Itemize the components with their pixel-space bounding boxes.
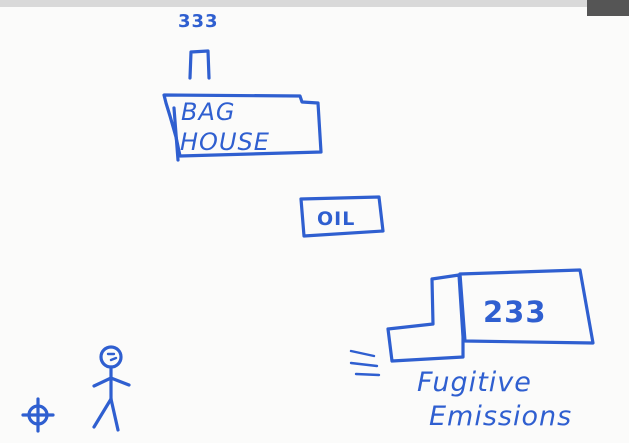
fugitive-label-line1: Fugitive: [417, 367, 532, 398]
paper-corner-shadow: [587, 0, 629, 16]
baghouse-side-stroke: [172, 106, 180, 162]
stack-icon: [188, 49, 211, 80]
paper-top-edge: [0, 0, 629, 7]
emission-dash-2: [349, 361, 379, 368]
stick-figure-icon: [92, 345, 131, 432]
fugitive-label-line2: Emissions: [429, 401, 572, 432]
emission-dash-1: [349, 349, 376, 358]
baghouse-box: [162, 93, 323, 158]
unit-233-building: [386, 273, 465, 363]
stack-top-marks: 333: [178, 11, 219, 32]
oil-box: [299, 195, 385, 238]
unit-233-label: 233: [483, 295, 547, 329]
emission-dash-3: [354, 372, 381, 377]
baghouse-label-line1: BAG: [181, 98, 235, 126]
baghouse-label-line2: HOUSE: [180, 128, 270, 156]
crosshair-icon: [21, 397, 55, 433]
oil-label: OIL: [317, 208, 355, 230]
